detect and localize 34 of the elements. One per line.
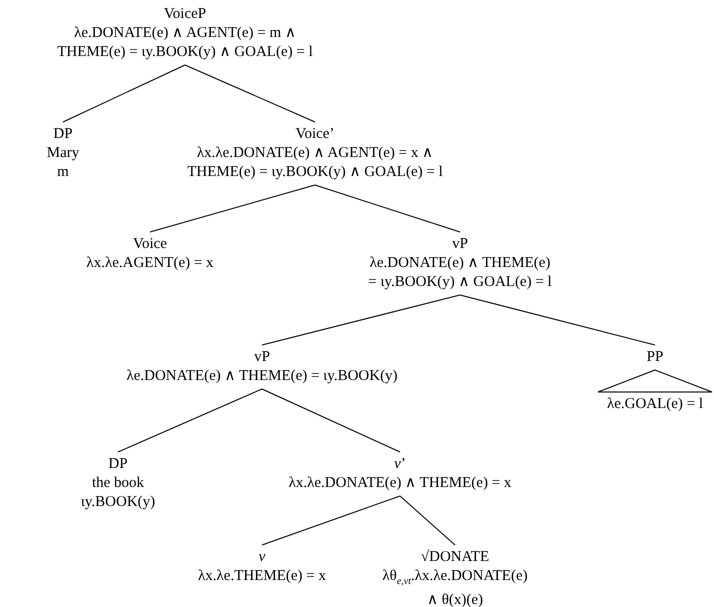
category-label: DP bbox=[52, 125, 74, 144]
category-label: vP bbox=[451, 235, 469, 254]
category-label: √DONATE bbox=[420, 548, 490, 567]
category-label: Voice’ bbox=[294, 125, 336, 144]
semantic-formula: λe.DONATE(e) ∧ THEME(e) = ιy.BOOK(y) bbox=[125, 367, 399, 386]
tree-branch bbox=[262, 496, 400, 546]
tree-branch bbox=[314, 184, 460, 232]
tree-branch bbox=[262, 294, 460, 346]
semantic-formula: the book bbox=[90, 474, 146, 493]
category-label: v’ bbox=[393, 455, 407, 474]
semantic-formula: Mary bbox=[46, 144, 80, 163]
category-label: PP bbox=[646, 348, 664, 367]
category-label: DP bbox=[107, 455, 129, 474]
semantic-formula: λe.DONATE(e) ∧ THEME(e) = ιy.BOOK(y) ∧ GOAL(e) = l bbox=[367, 254, 553, 292]
semantic-formula: λe.DONATE(e) ∧ AGENT(e) = m ∧ THEME(e) = ιy.BOOK(y) ∧ GOAL(e) = l bbox=[56, 24, 314, 62]
category-label: Voice bbox=[132, 235, 168, 254]
semantic-formula: λx.λe.DONATE(e) ∧ THEME(e) = x bbox=[288, 474, 512, 493]
tree-branch bbox=[118, 388, 262, 452]
tree-branch bbox=[184, 64, 316, 122]
semantic-formula: λe.GOAL(e) = l bbox=[606, 395, 704, 414]
semantic-formula: ιy.BOOK(y) bbox=[80, 493, 156, 512]
semantic-formula: λθ$_{e,vt}$.λx.λe.DONATE(e) ∧ θ(x)(e) bbox=[381, 567, 529, 607]
tree-branch bbox=[62, 64, 186, 122]
semantic-formula: λx.λe.THEME(e) = x bbox=[197, 567, 327, 586]
tree-branch bbox=[460, 294, 656, 346]
semantic-formula: λx.λe.DONATE(e) ∧ AGENT(e) = x ∧ THEME(e) = ιy.BOOK(y) ∧ GOAL(e) = l bbox=[186, 144, 444, 182]
tree-branch bbox=[262, 388, 400, 452]
semantic-formula: λx.λe.AGENT(e) = x bbox=[85, 254, 215, 273]
category-label: vP bbox=[253, 348, 271, 367]
tree-branch bbox=[400, 496, 456, 546]
category-label: VoiceP bbox=[162, 5, 208, 24]
category-label: v bbox=[258, 548, 266, 567]
tree-branch bbox=[150, 184, 316, 232]
semantic-formula: m bbox=[56, 163, 70, 182]
